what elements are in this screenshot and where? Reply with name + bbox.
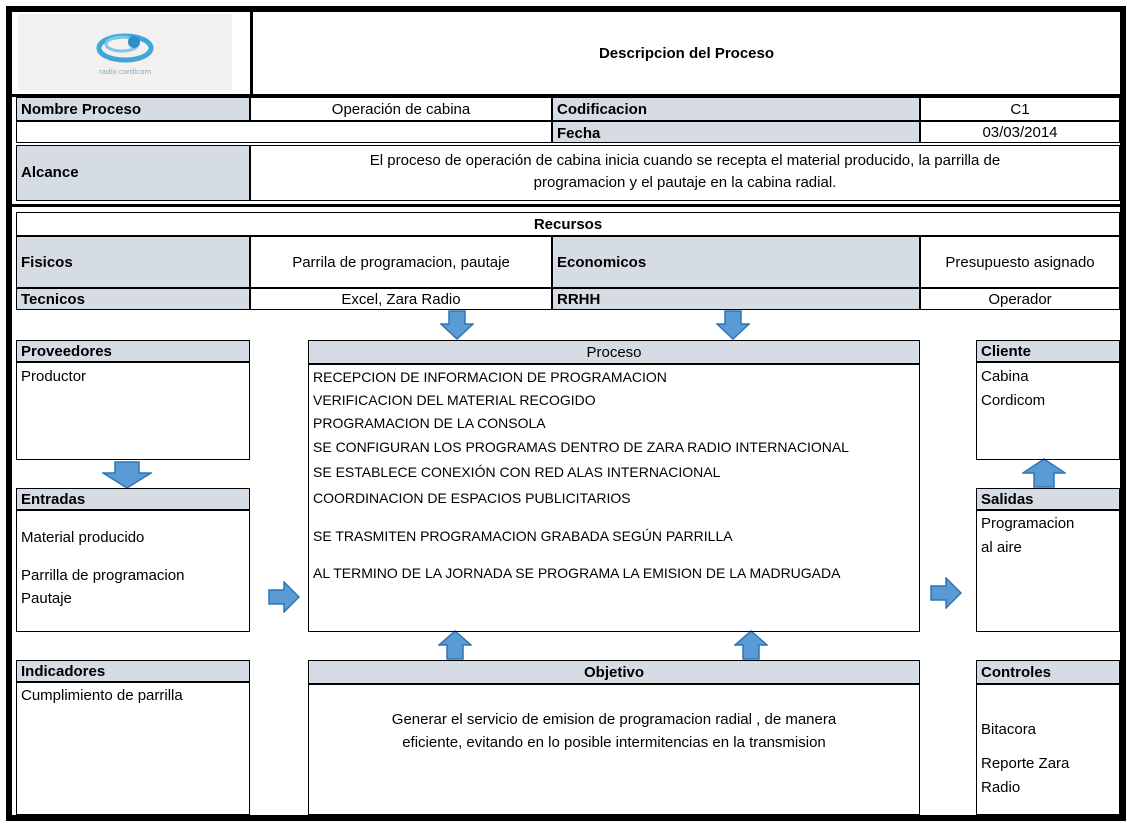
economicos-label-cell: Economicos [552,236,920,288]
proveedores-title: Proveedores [21,343,112,360]
indicadores-body: Cumplimiento de parrilla [16,682,250,815]
indicadores-title: Indicadores [21,663,106,680]
objetivo-body: Generar el servicio de emision de progra… [308,684,920,815]
entradas-body: Material producido Parrilla de programac… [16,510,250,632]
objetivo-header: Objetivo [308,660,920,684]
logo-cell: radio cordicom [18,14,232,90]
recursos-title-cell: Recursos [16,212,1120,236]
nombre-value-cell: Operación de cabina [250,97,552,121]
economicos-value: Presupuesto asignado [945,253,1095,271]
fisicos-value: Parrila de programacion, pautaje [292,253,510,271]
tecnicos-value: Excel, Zara Radio [341,290,461,308]
nombre-value: Operación de cabina [331,100,471,118]
rrhh-value: Operador [988,290,1052,308]
proceso-step: VERIFICACION DEL MATERIAL RECOGIDO [313,392,596,408]
proveedores-header: Proveedores [16,340,250,362]
salidas-item: al aire [981,539,1022,556]
objetivo-text-2: eficiente, evitando en lo posible interm… [402,734,826,751]
economicos-label: Economicos [557,254,647,271]
cliente-header: Cliente [976,340,1120,362]
cliente-body: Cabina Cordicom [976,362,1120,460]
tecnicos-label: Tecnicos [21,291,85,308]
salidas-title: Salidas [981,491,1034,508]
fisicos-label: Fisicos [21,254,73,271]
codificacion-label: Codificacion [557,101,648,118]
proceso-step: SE ESTABLECE CONEXIÓN CON RED ALAS INTER… [313,464,721,480]
page-title: Descripcion del Proceso [598,44,775,62]
proceso-step: PROGRAMACION DE LA CONSOLA [313,415,546,431]
recursos-title: Recursos [533,215,603,233]
cliente-title: Cliente [981,343,1032,360]
arrow-up-icon [438,630,472,660]
tecnicos-value-cell: Excel, Zara Radio [250,288,552,310]
salidas-item: Programacion [981,515,1075,532]
proceso-step: COORDINACION DE ESPACIOS PUBLICITARIOS [313,490,631,506]
rrhh-label-cell: RRHH [552,288,920,310]
entrada-item: Parrilla de programacion [21,567,185,584]
control-item: Bitacora [981,721,1037,738]
economicos-value-cell: Presupuesto asignado [920,236,1120,288]
rrhh-value-cell: Operador [920,288,1120,310]
codificacion-label-cell: Codificacion [552,97,920,121]
salidas-header: Salidas [976,488,1120,510]
alcance-text-1: El proceso de operación de cabina inicia… [369,152,1001,169]
indicadores-header: Indicadores [16,660,250,682]
alcance-text-2: programacion y el pautaje en la cabina r… [533,174,837,191]
proceso-step: SE TRASMITEN PROGRAMACION GRABADA SEGÚN … [313,528,733,544]
divider [12,204,1120,207]
arrow-right-icon [930,577,962,609]
cliente-item: Cordicom [981,392,1046,409]
arrow-up-icon [734,630,768,660]
cliente-item: Cabina [981,368,1029,385]
alcance-label: Alcance [21,164,79,181]
proveedor-item: Productor [21,368,87,385]
control-item: Radio [981,779,1021,796]
alcance-label-cell: Alcance [16,145,250,201]
controles-title: Controles [981,664,1052,681]
objetivo-title: Objetivo [583,663,644,681]
proceso-step: AL TERMINO DE LA JORNADA SE PROGRAMA LA … [313,565,841,581]
arrow-down-icon [102,461,152,489]
fisicos-label-cell: Fisicos [16,236,250,288]
proceso-step: RECEPCION DE INFORMACION DE PROGRAMACION [313,369,667,385]
codificacion-value-cell: C1 [920,97,1120,121]
arrow-down-icon [440,310,474,340]
nombre-label: Nombre Proceso [21,101,142,118]
entradas-title: Entradas [21,491,86,508]
controles-header: Controles [976,660,1120,684]
alcance-value-cell: El proceso de operación de cabina inicia… [250,145,1120,201]
arrow-right-icon [268,581,300,613]
entrada-item: Material producido [21,529,145,546]
proceso-body: RECEPCION DE INFORMACION DE PROGRAMACION… [308,364,920,632]
controles-body: Bitacora Reporte Zara Radio [976,684,1120,815]
codificacion-value: C1 [1010,100,1030,118]
tecnicos-label-cell: Tecnicos [16,288,250,310]
salidas-body: Programacion al aire [976,510,1120,632]
control-item: Reporte Zara [981,755,1070,772]
proceso-step: SE CONFIGURAN LOS PROGRAMAS DENTRO DE ZA… [313,439,849,455]
fecha-value-cell: 03/03/2014 [920,121,1120,143]
arrow-up-icon [1022,458,1066,488]
fecha-label: Fecha [557,125,601,142]
arrow-down-icon [716,310,750,340]
rrhh-label: RRHH [557,291,601,308]
blank-cell [16,121,552,143]
fecha-label-cell: Fecha [552,121,920,143]
proceso-header: Proceso [308,340,920,364]
proveedores-body: Productor [16,362,250,460]
fisicos-value-cell: Parrila de programacion, pautaje [250,236,552,288]
indicador-item: Cumplimiento de parrilla [21,687,183,704]
entradas-header: Entradas [16,488,250,510]
nombre-label-cell: Nombre Proceso [16,97,250,121]
header-divider [250,12,253,96]
proceso-title: Proceso [586,343,642,361]
entrada-item: Pautaje [21,590,72,607]
objetivo-text-1: Generar el servicio de emision de progra… [391,711,837,728]
fecha-value: 03/03/2014 [982,123,1058,141]
divider [12,94,1120,97]
radio-logo-icon: radio cordicom [96,33,154,76]
logo-text: radio cordicom [99,68,151,76]
